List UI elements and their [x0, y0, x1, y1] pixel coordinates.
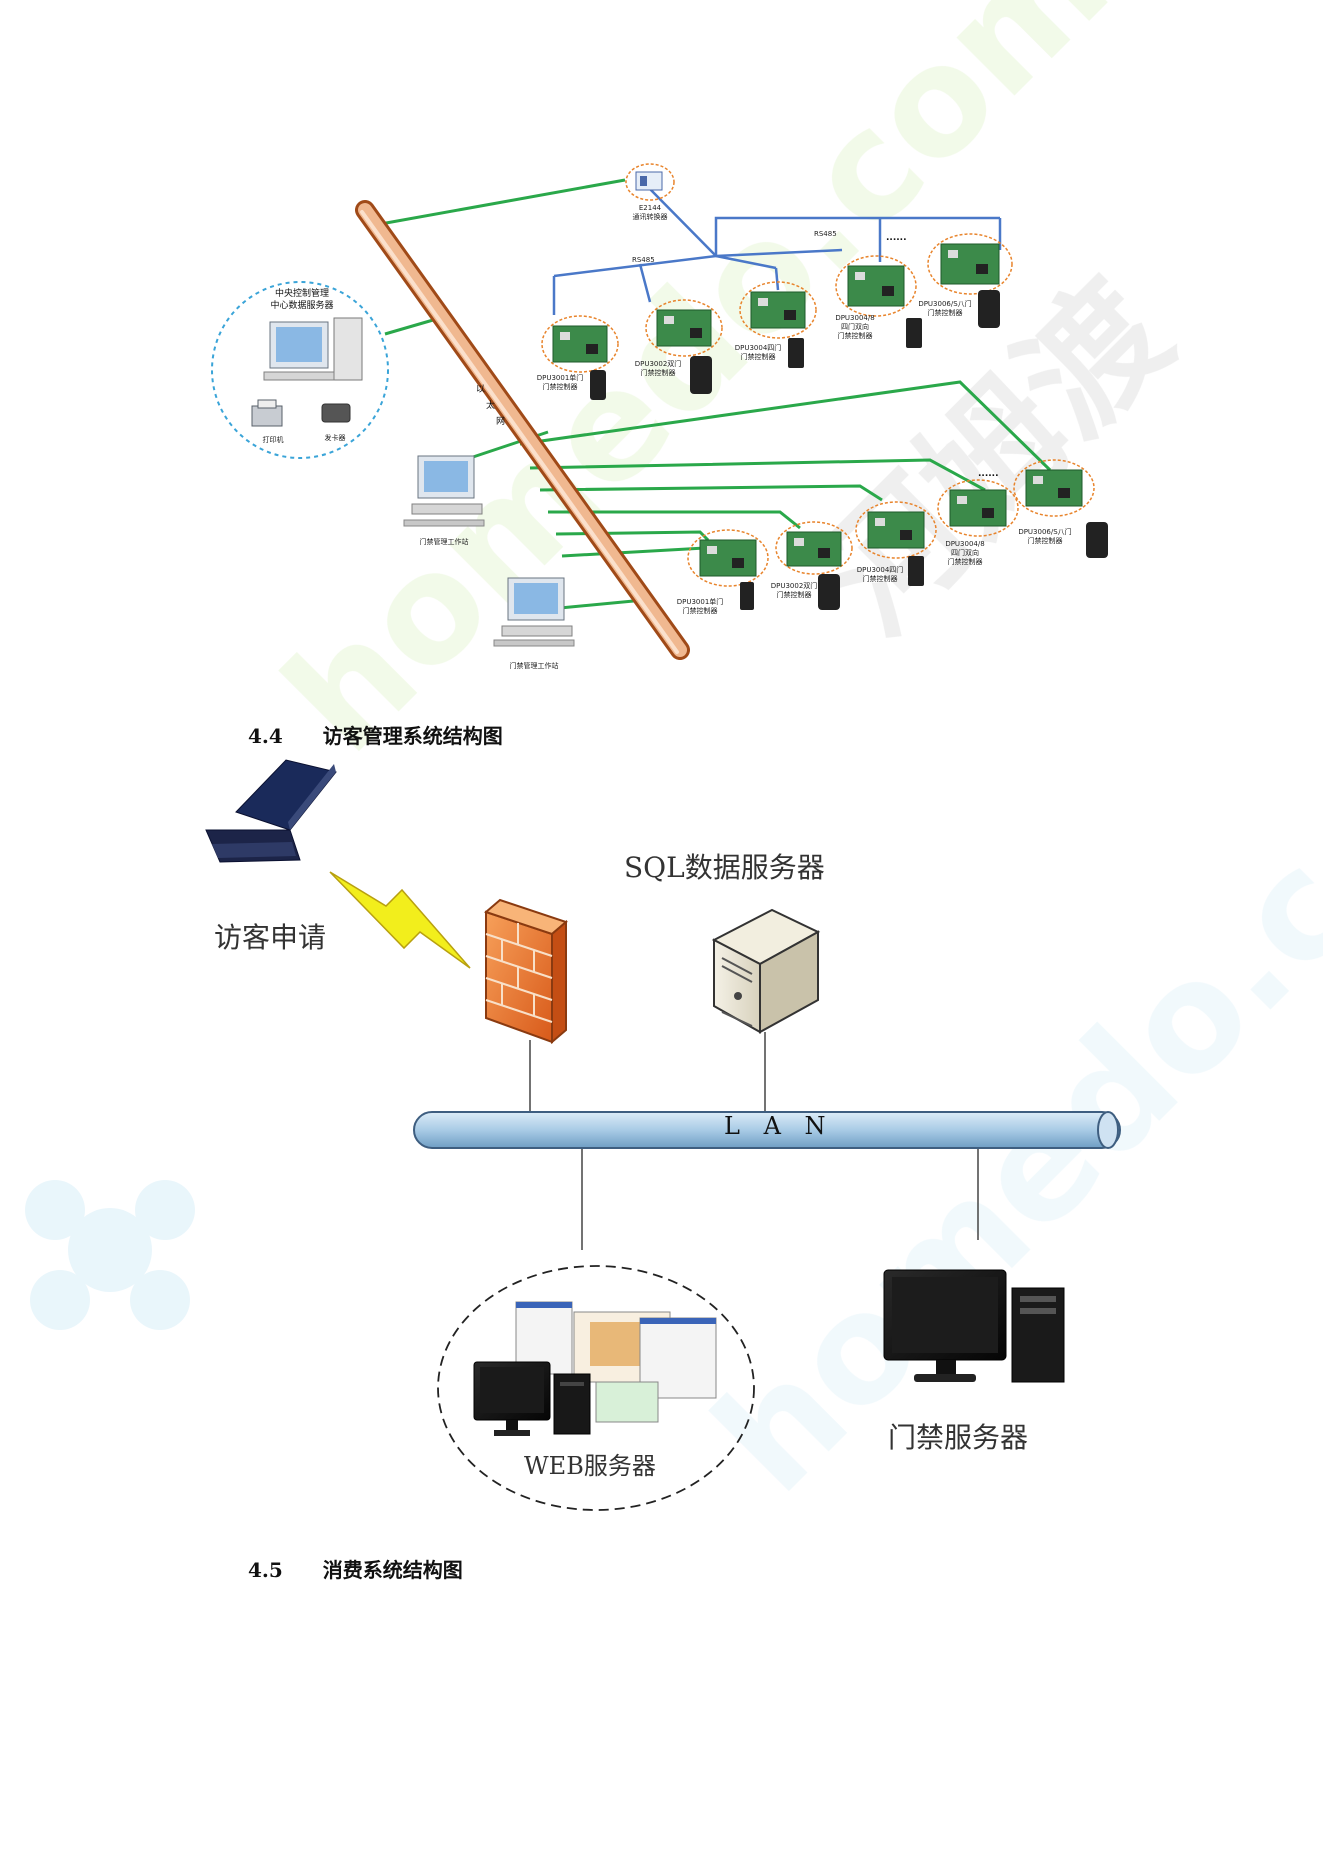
visitor-request-label: 访客申请 [214, 921, 327, 954]
sql-server-icon [711, 908, 821, 1034]
dots-bottom: ...... [978, 469, 999, 479]
top-controller-2-label-line1: DPU3002双门 [634, 360, 682, 368]
section-4-4-title: 访客管理系统结构图 [322, 724, 503, 748]
rs485-bus [552, 185, 1002, 315]
top-controller-4-label-line1: DPU3004/8 [835, 314, 875, 322]
web-server-group-outline [437, 1265, 755, 1511]
bottom-controller-4-label-line2: 四门双向 [951, 549, 979, 557]
section-4-4-number: 4.4 [248, 724, 283, 748]
bottom-controller-2-icon [775, 521, 853, 610]
bottom-controller-5-label-line2: 门禁控制器 [1027, 537, 1063, 545]
ethernet-backbone [355, 200, 690, 660]
bottom-controller-3-label: DPU3004四门 门禁控制器 [852, 566, 908, 584]
top-controller-5-icon [927, 233, 1013, 328]
bottom-controller-1-label-line1: DPU3001单门 [676, 598, 724, 606]
top-controller-2-label: DPU3002双门 门禁控制器 [628, 360, 688, 378]
ethernet-label-char1: 以 [476, 385, 486, 395]
top-controller-5-label: DPU3006/S八门 门禁控制器 [912, 300, 978, 318]
watermark-flower-icon [25, 1180, 195, 1330]
bottom-controller-5-label-line1: DPU3006/S八门 [1018, 528, 1072, 536]
workstation-1-label: 门禁管理工作站 [419, 538, 469, 546]
bottom-controller-4-label: DPU3004/8 四门双向 门禁控制器 [940, 540, 990, 567]
top-controller-5-label-line2: 门禁控制器 [927, 309, 963, 317]
ethernet-label-char2: 太 [486, 401, 496, 411]
central-server-label: 中央控制管理 中心数据服务器 [252, 288, 352, 312]
top-controller-1-label-line2: 门禁控制器 [542, 383, 578, 391]
ethernet-label-char3: 网 [496, 417, 506, 427]
top-controller-1-icon [541, 315, 619, 400]
top-controller-4-icon [835, 255, 922, 348]
sql-server-label: SQL数据服务器 [624, 851, 825, 884]
top-controller-3-label-line2: 门禁控制器 [740, 353, 776, 361]
top-controller-5-label-line1: DPU3006/S八门 [918, 300, 972, 308]
bottom-controller-1-label-line2: 门禁控制器 [682, 607, 718, 615]
watermark: homedo.com homedo.com 河姆渡 [25, 0, 1323, 1525]
firewall-icon [484, 898, 568, 1045]
converter-label: E2144 通讯转换器 [624, 204, 676, 222]
converter-icon [625, 163, 675, 201]
bottom-controller-1-icon [687, 529, 769, 610]
converter-label-line2: 通讯转换器 [632, 213, 668, 221]
central-server-pc-icon [263, 317, 363, 381]
section-4-4-heading: 4.4 访客管理系统结构图 [248, 720, 503, 749]
bottom-controller-4-label-line3: 门禁控制器 [947, 558, 983, 566]
ethernet-links [374, 178, 1052, 610]
bottom-controller-5-icon [1013, 459, 1108, 558]
top-controller-3-label: DPU3004四门 门禁控制器 [730, 344, 786, 362]
printer-icon [251, 399, 283, 427]
top-controller-1-label: DPU3001单门 门禁控制器 [532, 374, 588, 392]
bottom-controller-3-label-line2: 门禁控制器 [862, 575, 898, 583]
wireless-link-icon [329, 871, 471, 969]
workstation-1-pc-icon [403, 455, 485, 527]
top-controller-3-label-line1: DPU3004四门 [734, 344, 782, 352]
access-server-pc-icon [883, 1269, 1065, 1383]
central-server-label-line1: 中央控制管理 [274, 289, 329, 299]
top-controller-1-label-line1: DPU3001单门 [536, 374, 584, 382]
web-server-label: WEB服务器 [524, 1452, 656, 1480]
bottom-controller-2-label-line1: DPU3002双门 [770, 582, 818, 590]
rs485-left-label: RS485 [632, 256, 655, 264]
bottom-controller-2-label-line2: 门禁控制器 [776, 591, 812, 599]
section-4-5-title: 消费系统结构图 [322, 1558, 463, 1582]
section-4-5-number: 4.5 [248, 1558, 283, 1582]
top-controller-4-label-line3: 门禁控制器 [837, 332, 873, 340]
svg-text:homedo.com: homedo.com [682, 636, 1323, 1525]
laptop-icon [205, 759, 337, 863]
top-controller-2-label-line2: 门禁控制器 [640, 369, 676, 377]
card-issuer-label: 发卡器 [324, 434, 346, 442]
lan-drops [529, 1032, 979, 1250]
bottom-controller-4-label-line1: DPU3004/8 [945, 540, 985, 548]
access-server-label: 门禁服务器 [888, 1421, 1029, 1454]
dots-top: ...... [886, 233, 907, 243]
central-server-group-outline [211, 281, 389, 459]
bottom-controller-2-label: DPU3002双门 门禁控制器 [764, 582, 824, 600]
card-issuer-icon [321, 403, 351, 423]
workstation-2-pc-icon [493, 577, 575, 647]
lan-backbone [413, 1111, 1121, 1149]
bottom-controller-3-label-line1: DPU3004四门 [856, 566, 904, 574]
top-controller-2-icon [645, 299, 723, 394]
web-server-pc-icon [473, 1361, 591, 1436]
bottom-controller-1-label: DPU3001单门 门禁控制器 [672, 598, 728, 616]
workstation-2-label: 门禁管理工作站 [509, 662, 559, 670]
rs485-right-label: RS485 [814, 230, 837, 238]
central-server-label-line2: 中心数据服务器 [270, 301, 334, 311]
top-controller-4-label-line2: 四门双向 [841, 323, 869, 331]
printer-label: 打印机 [262, 436, 284, 444]
lan-label: L A N [724, 1112, 834, 1140]
bottom-controller-3-icon [855, 501, 937, 586]
bottom-controller-5-label: DPU3006/S八门 门禁控制器 [1012, 528, 1078, 546]
top-controller-3-icon [739, 281, 817, 368]
converter-label-line1: E2144 [638, 204, 662, 212]
top-controller-4-label: DPU3004/8 四门双向 门禁控制器 [830, 314, 880, 341]
section-4-5-heading: 4.5 消费系统结构图 [248, 1554, 463, 1583]
bottom-controller-4-icon [937, 479, 1019, 537]
